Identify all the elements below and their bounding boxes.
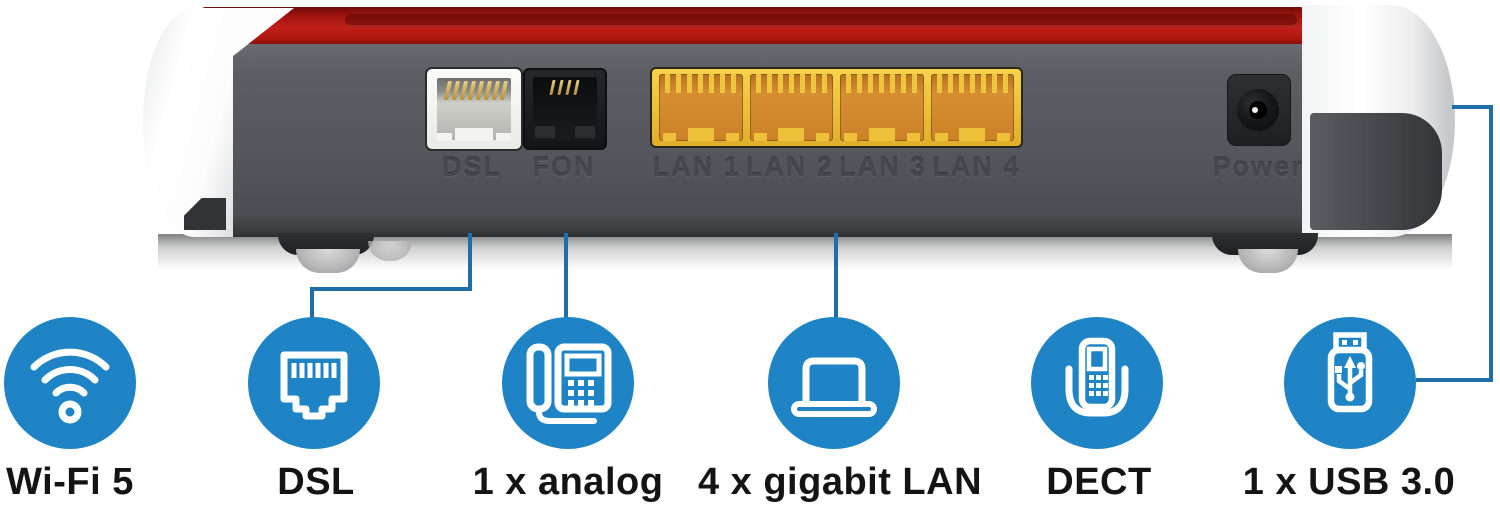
right-side-recess [1310,113,1442,230]
power-jack-hole [1249,101,1267,119]
dsl-port [425,67,523,151]
lan-port-3 [840,74,924,141]
lan-port-4 [930,74,1014,141]
feature-label-analog: 1 x analog [472,461,664,503]
feature-label-usb: 1 x USB 3.0 [1242,461,1456,503]
red-stripe-groove [345,14,1297,27]
dsl-port-recess [437,78,511,141]
wifi-icon [30,348,110,424]
feature-dsl [248,317,380,449]
port-label-lan4: LAN 4 [932,152,1021,182]
feature-label-lan: 4 x gigabit LAN [697,461,983,503]
port-label-lan1: LAN 1 [652,152,741,182]
port-label-fon: FON [532,152,596,182]
feature-analog [502,317,634,449]
port-label-dsl: DSL [442,152,502,182]
feature-wifi [4,317,136,449]
feature-dect [1031,317,1163,449]
laptop-icon [791,357,877,417]
feature-label-wifi: Wi-Fi 5 [6,461,134,503]
feature-lan [768,317,900,449]
fon-port-cavity [533,77,597,140]
fon-port [523,68,607,150]
lan-port-block [650,67,1023,148]
feature-label-dect: DECT [1046,461,1152,503]
port-label-lan2: LAN 2 [745,152,834,182]
feature-label-dsl: DSL [277,461,355,503]
feature-usb [1284,317,1416,449]
red-top-stripe [198,7,1312,44]
cordless-phone-icon [1065,337,1129,417]
port-label-power: Power [1212,152,1304,182]
lan-port-1 [659,74,743,141]
lan-port-labels: LAN 1 LAN 2 LAN 3 LAN 4 [650,152,1023,183]
rj45-port-icon [280,351,348,420]
port-label-lan3: LAN 3 [839,152,928,182]
lan-port-2 [749,74,833,141]
usb-stick-icon [1327,332,1373,413]
desk-phone-icon [526,343,612,424]
power-jack-pin-highlight [1252,107,1258,113]
